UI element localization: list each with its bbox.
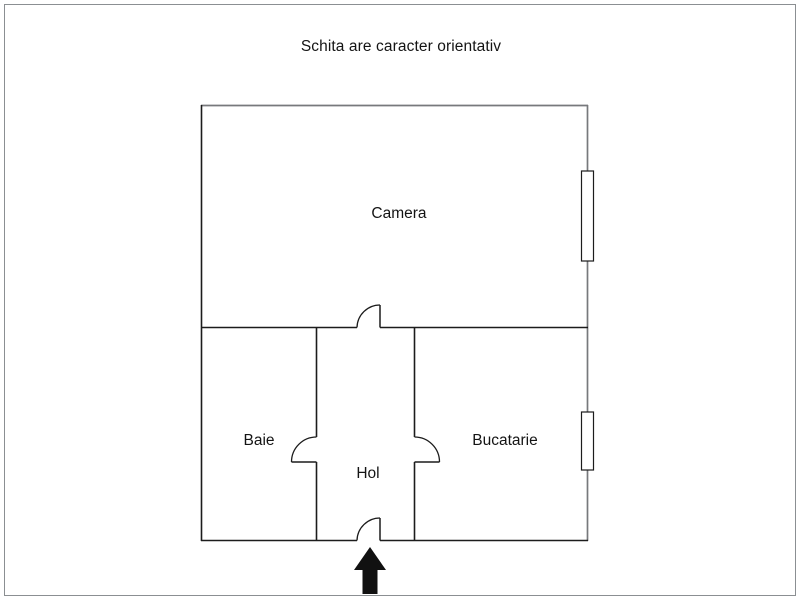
room-label-bucatarie: Bucatarie [472,432,537,449]
room-label-baie: Baie [243,432,274,449]
camera-door[interactable] [356,304,381,328]
bucatarie-door[interactable] [414,436,441,463]
camera-door-swing-arc [356,304,381,328]
room-label-hol: Hol [356,465,379,482]
outer-walls [200,104,589,542]
page-title: Schita are caracter orientativ [300,38,502,55]
baie-door-swing-arc [290,436,317,463]
camera-window-icon [580,170,595,262]
windows [580,170,595,471]
entry-arrow-icon [354,547,386,594]
bucatarie-door-swing-arc [414,436,441,463]
entry-door[interactable] [356,517,381,541]
entry-door-swing-arc [356,517,381,541]
baie-door[interactable] [290,436,317,463]
room-label-camera: Camera [371,205,427,222]
interior-walls [201,326,588,541]
bucatarie-window-icon [580,411,595,471]
